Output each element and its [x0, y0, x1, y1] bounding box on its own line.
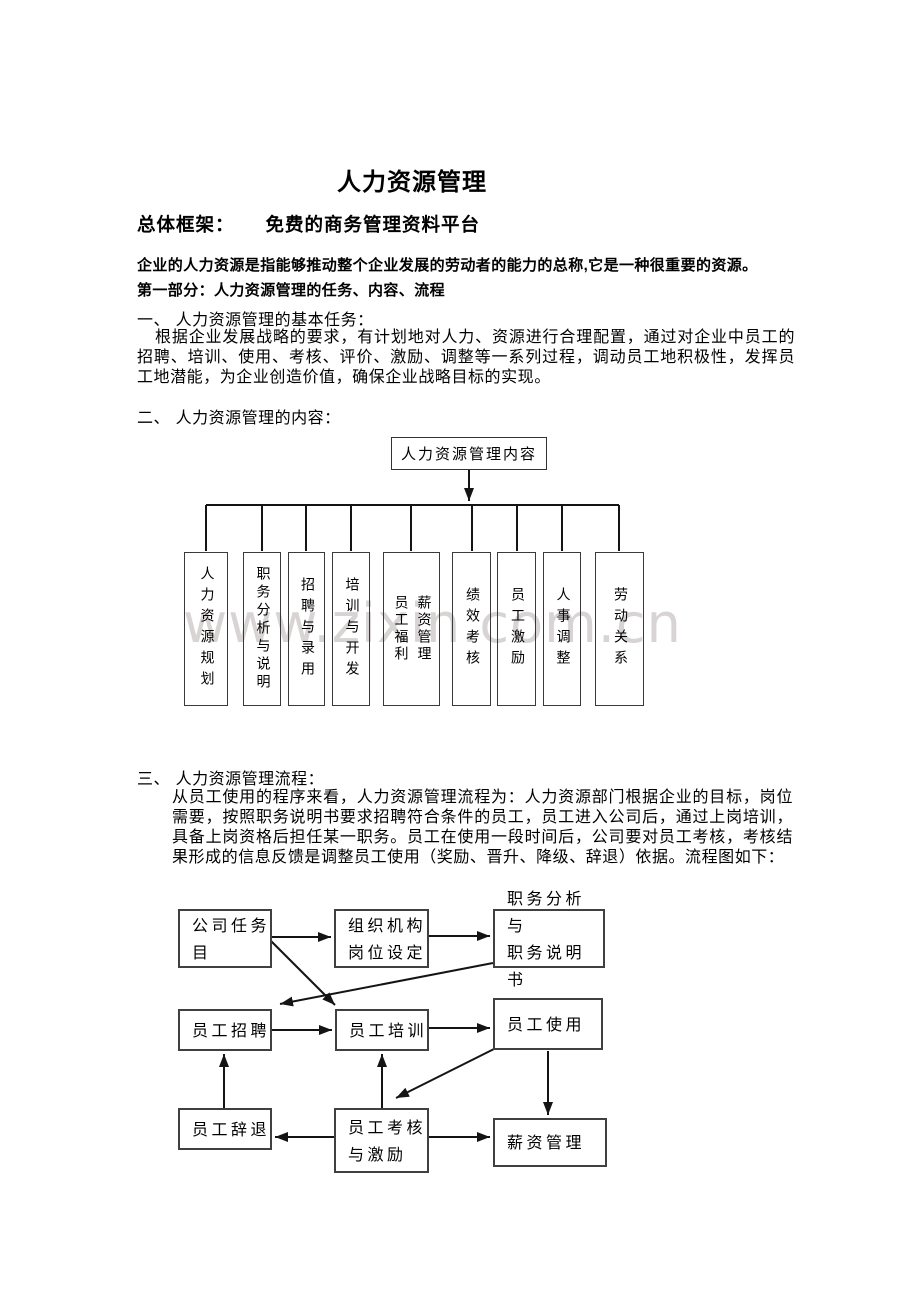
framework-heading: 总体框架： 免费的商务管理资料平台	[137, 211, 480, 237]
flow-node-job-analysis: 职务分析与 职务说明书	[493, 889, 605, 989]
flow-node-recruitment: 员工招聘	[178, 1009, 272, 1051]
section2-heading: 二、 人力资源管理的内容：	[137, 408, 341, 427]
org-chart-item-job-analysis: 职务分析与说明	[243, 552, 281, 706]
org-chart-item-performance: 绩效考核	[452, 552, 491, 706]
intro-paragraph: 企业的人力资源是指能够推动整个企业发展的劳动者的能力的总称,它是一种很重要的资源…	[137, 257, 758, 274]
section1-body: 根据企业发展战略的要求，有计划地对人力、资源进行合理配置，通过对企业中员工的招聘…	[137, 327, 795, 386]
org-chart-item-salary-welfare: 薪资管理 员工福利	[383, 552, 440, 706]
page-title: 人力资源管理	[337, 169, 487, 196]
framework-value: 免费的商务管理资料平台	[265, 214, 481, 235]
flow-node-assessment: 员工考核 与激励	[334, 1108, 429, 1173]
flow-node-org-structure: 组织机构 岗位设定	[334, 909, 429, 968]
section1-heading: 一、 人力资源管理的基本任务：	[137, 310, 374, 329]
org-chart-item-personnel-adjustment: 人事调整	[543, 552, 581, 706]
org-chart-item-hr-planning: 人力资源规划	[184, 552, 228, 706]
org-chart-root-box: 人力资源管理内容	[391, 437, 547, 470]
flow-node-usage: 员工使用	[493, 998, 603, 1050]
framework-label: 总体框架：	[137, 214, 235, 235]
org-chart-item-labor-relations: 劳动关系	[595, 552, 644, 706]
flow-node-salary: 薪资管理	[493, 1118, 607, 1167]
flow-node-training: 员工培训	[335, 1009, 429, 1051]
watermark-text: www.zixin.com.cn	[183, 592, 682, 655]
flow-node-company-task: 公司任务 目	[178, 909, 272, 968]
org-chart-item-motivation: 员工激励	[497, 552, 536, 706]
org-chart-item-recruiting: 招聘与录用	[288, 552, 325, 706]
part1-heading: 第一部分：人力资源管理的任务、内容、流程	[137, 282, 446, 299]
section3-body: 从员工使用的程序来看，人力资源管理流程为：人力资源部门根据企业的目标，岗位需要，…	[172, 787, 793, 866]
section3-heading: 三、 人力资源管理流程：	[137, 769, 325, 788]
flow-node-dismissal: 员工辞退	[178, 1108, 272, 1150]
org-chart-item-training: 培训与开发	[332, 552, 370, 706]
